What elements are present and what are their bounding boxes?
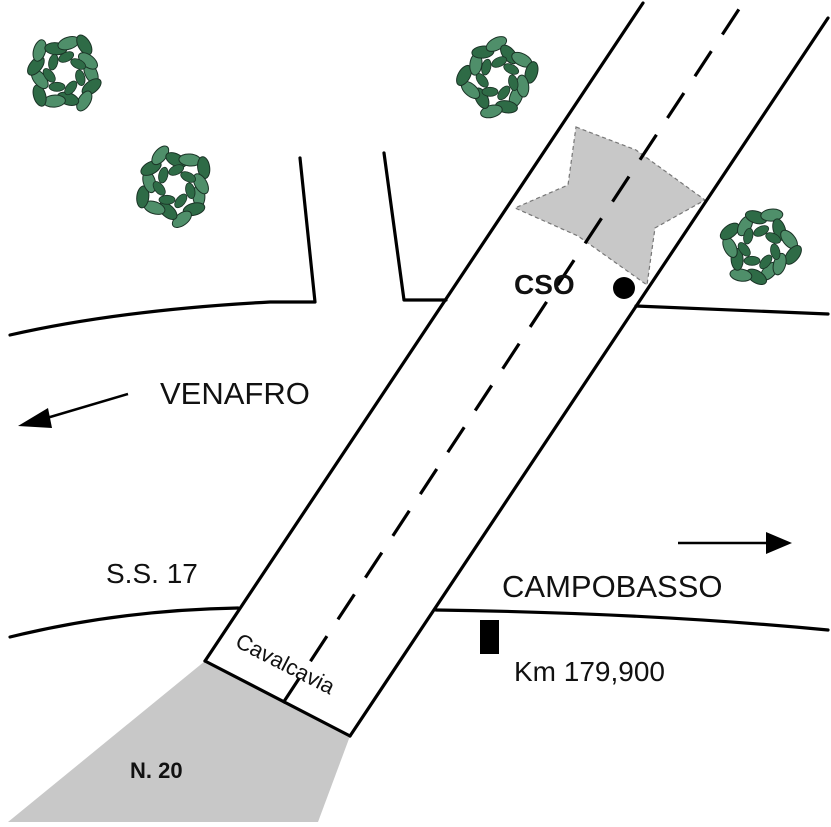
tree-icon <box>456 36 539 119</box>
side-road-top-right <box>382 151 448 302</box>
side-road-right <box>634 304 830 316</box>
overpass-end <box>203 659 352 738</box>
tree-icon <box>27 34 102 112</box>
tree-icon <box>719 208 802 285</box>
overpass-edge-left <box>203 1 645 663</box>
ss17-road-right <box>434 608 830 632</box>
cso-label: CSO <box>514 269 575 300</box>
km-marker <box>480 620 499 654</box>
km-label: Km 179,900 <box>514 656 665 687</box>
cso-area <box>513 126 707 287</box>
venafro-label: VENAFRO <box>160 376 310 411</box>
overpass-centerline <box>281 0 747 704</box>
arrow-left-icon <box>18 392 129 428</box>
tree-icon <box>136 145 211 228</box>
cso-station-marker <box>613 277 635 299</box>
n20-label: N. 20 <box>130 758 183 783</box>
ss17-road-left <box>8 606 240 639</box>
overpass-edge-right <box>348 16 830 738</box>
ss17-label: S.S. 17 <box>106 558 198 589</box>
arrow-right-icon <box>678 532 792 554</box>
side-road-top-left <box>8 156 317 337</box>
campobasso-label: CAMPOBASSO <box>502 569 723 604</box>
n20-area <box>8 661 350 822</box>
